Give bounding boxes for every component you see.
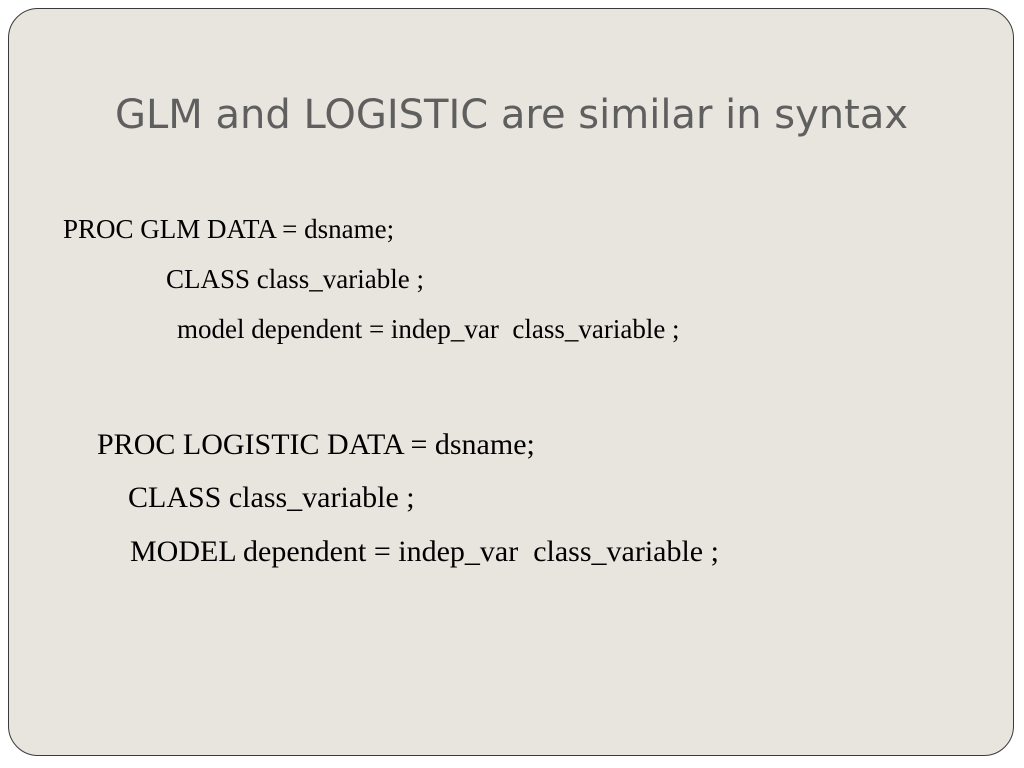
logistic-proc-line: PROC LOGISTIC DATA = dsname; [97,428,535,461]
glm-proc-line: PROC GLM DATA = dsname; [63,214,395,244]
slide-frame: GLM and LOGISTIC are similar in syntax P… [8,8,1014,756]
logistic-model-line: MODEL dependent = indep_var class_variab… [130,535,719,568]
glm-model-line: model dependent = indep_var class_variab… [177,314,680,344]
slide-title: GLM and LOGISTIC are similar in syntax [115,92,909,138]
logistic-class-line: CLASS class_variable ; [128,481,415,514]
glm-class-line: CLASS class_variable ; [166,264,424,294]
